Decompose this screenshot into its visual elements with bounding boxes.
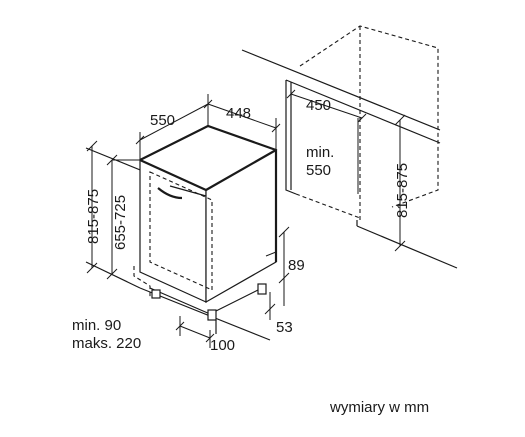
floor-line-right [356, 225, 458, 269]
dim-plinth-depth: min. 90 maks. 220 100 [72, 316, 235, 354]
plinth-min-label: min. 90 [72, 317, 121, 334]
plinth-max-label: maks. 220 [72, 335, 141, 352]
dim-plinth-height-ext [265, 251, 277, 257]
dim-depth-550: 550 [135, 94, 213, 160]
dim-depth-tick-left [135, 135, 145, 145]
dishwasher [133, 124, 278, 334]
dim-niche-height-tick-top [394, 114, 406, 126]
niche-width-label: 450 [306, 97, 331, 114]
niche-depth-label-line1: min. [306, 144, 334, 161]
dim-niche-depth: min. 550 [306, 118, 359, 194]
dim-outer-height-tick-bottom [86, 262, 98, 274]
dim-inner-height-tick-bottom [106, 268, 118, 280]
dim-niche-width-450: 450 [286, 89, 367, 123]
foot-offset-label: 53 [276, 319, 293, 336]
outer-height-label: 815-875 [85, 189, 102, 244]
dim-inner-height: 655-725 [106, 154, 140, 280]
foot-depth-label: 100 [210, 337, 235, 354]
dim-niche-height: 815-875 [394, 114, 411, 252]
dim-plinth-depth-tick-left [175, 321, 185, 331]
dim-outer-height-tick-top [86, 140, 98, 152]
dim-width-448: 448 [207, 103, 281, 150]
dishwasher-front-top-edge [139, 158, 207, 192]
foot-back-right [257, 283, 267, 295]
dim-foot-offset: 53 [264, 292, 293, 336]
width-label: 448 [226, 105, 251, 122]
inner-height-label: 655-725 [112, 195, 129, 250]
dishwasher-side-top-edge [205, 149, 277, 191]
niche-floor-dashed [295, 193, 361, 219]
niche-left-panel [285, 80, 297, 195]
left-floor-ref-line [85, 261, 141, 289]
dim-outer-height: 815-875 [85, 140, 102, 274]
dim-width-line [207, 103, 277, 129]
dim-niche-width-line [290, 93, 363, 119]
depth-label: 550 [150, 112, 175, 129]
dim-width-tick-right [271, 123, 281, 133]
dim-plinth-depth-line [179, 325, 211, 339]
niche-height-label: 815-875 [394, 163, 411, 218]
dim-foot-offset-tick [264, 303, 276, 315]
foot-front-right [207, 309, 217, 321]
niche-depth-label-line2: 550 [306, 162, 331, 179]
dim-plinth-height-tick-mid [278, 272, 290, 284]
dim-niche-width-tick-right [357, 113, 367, 123]
door-top-strip [169, 185, 207, 197]
foot-front-left [151, 289, 161, 299]
niche-cabinet [241, 25, 458, 269]
units-caption: wymiary w mm [329, 399, 429, 416]
door-handle [157, 187, 183, 200]
door-panel-outline [149, 171, 213, 291]
dim-plinth-height: 89 [265, 226, 305, 306]
countertop-edge-bottom [285, 79, 441, 144]
niche-back-dashed [299, 25, 439, 208]
dim-niche-width-tick-left [286, 89, 296, 99]
dim-niche-height-tick-bottom [394, 240, 406, 252]
plinth-side-line [209, 285, 267, 315]
floor-ref-line [139, 287, 271, 341]
plinth-height-label: 89 [288, 257, 305, 274]
dim-depth-line [139, 103, 209, 141]
dim-plinth-height-tick-top [278, 226, 290, 238]
countertop-edge-top [241, 49, 441, 131]
dishwasher-outline-top [139, 124, 278, 262]
